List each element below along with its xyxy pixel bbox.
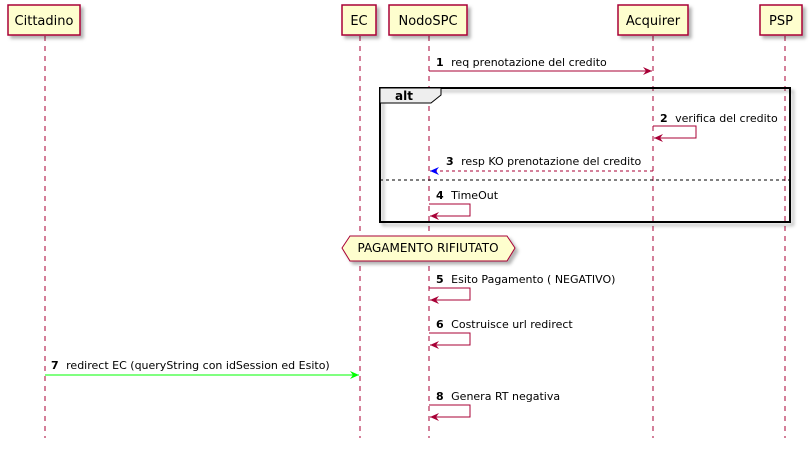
message-number: 5 (436, 273, 444, 286)
message-1: 1 req prenotazione del credito (429, 56, 652, 75)
message-number: 2 (660, 112, 668, 125)
message-text: Genera RT negativa (451, 390, 560, 403)
message-5: 5 Esito Pagamento ( NEGATIVO) (429, 273, 615, 304)
svg-text:6 Costruisce url redirec: 6 Costruisce url redirect (436, 318, 573, 331)
svg-text:2 verifica del credito: 2 verifica del credito (660, 112, 778, 125)
message-number: 3 (446, 155, 454, 168)
hexagon-note-text: PAGAMENTO RIFIUTATO (357, 241, 498, 255)
message-text: req prenotazione del credito (451, 56, 607, 69)
message-text: redirect EC (queryString con idSession e… (66, 359, 330, 372)
alt-label: alt (395, 89, 413, 103)
message-6: 6 Costruisce url redirect (429, 318, 573, 349)
svg-text:5 Esito Pagamento ( NEGA: 5 Esito Pagamento ( NEGATIVO) (436, 273, 615, 286)
message-number: 4 (436, 189, 444, 202)
participant-label: EC (350, 14, 367, 29)
message-7: 7 redirect EC (queryString con idSession… (45, 359, 359, 379)
message-number: 6 (436, 318, 444, 331)
message-text: Esito Pagamento ( NEGATIVO) (451, 273, 615, 286)
message-4: 4 TimeOut (429, 189, 499, 220)
participant-cittadino[interactable]: Cittadino (7, 4, 81, 36)
participant-label: Acquirer (626, 14, 681, 29)
message-8: 8 Genera RT negativa (429, 390, 560, 421)
participant-label: Cittadino (15, 14, 74, 29)
svg-text:3 resp KO prenotazione d: 3 resp KO prenotazione del credito (446, 155, 642, 168)
message-text: Costruisce url redirect (451, 318, 573, 331)
message-number: 7 (51, 359, 59, 372)
message-text: resp KO prenotazione del credito (461, 155, 641, 168)
svg-text:4 TimeOut: 4 TimeOut (436, 189, 499, 202)
alt-fragment: alt (379, 87, 791, 223)
message-3: 3 resp KO prenotazione del credito (430, 155, 653, 175)
svg-text:1 req prenotazione del c: 1 req prenotazione del credito (436, 56, 607, 69)
svg-text:8 Genera RT negativa: 8 Genera RT negativa (436, 390, 560, 403)
message-2: 2 verifica del credito (653, 112, 778, 142)
message-number: 8 (436, 390, 444, 403)
participant-nodospc[interactable]: NodoSPC (388, 4, 468, 36)
message-number: 1 (436, 56, 444, 69)
participant-ec[interactable]: EC (341, 4, 377, 36)
message-text: verifica del credito (675, 112, 778, 125)
hexagon-note: PAGAMENTO RIFIUTATO (341, 235, 516, 262)
message-text: TimeOut (450, 189, 499, 202)
participant-label: NodoSPC (398, 14, 457, 29)
participant-acquirer[interactable]: Acquirer (617, 4, 689, 36)
svg-text:7 redirect EC (queryStri: 7 redirect EC (queryString con idSession… (51, 359, 330, 372)
participant-psp[interactable]: PSP (759, 4, 803, 36)
participant-label: PSP (769, 14, 793, 29)
